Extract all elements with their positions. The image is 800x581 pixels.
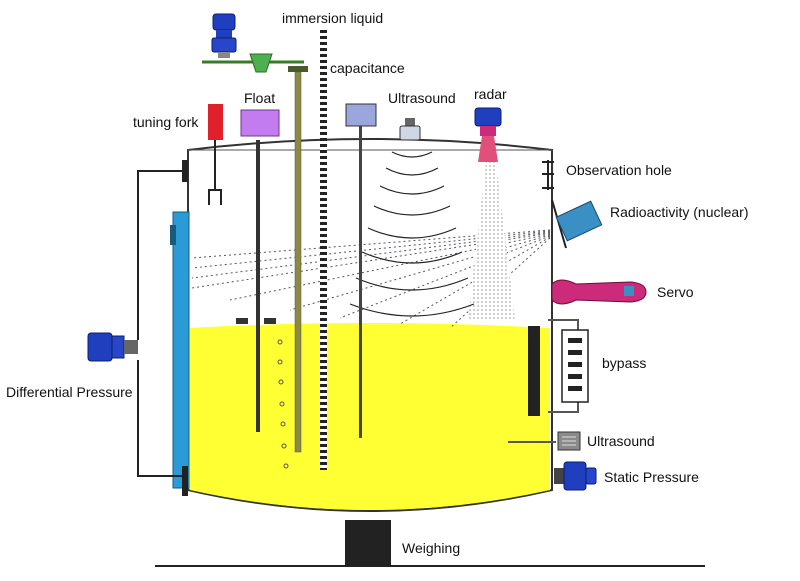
ultrasound-top-head <box>345 103 377 127</box>
label-bypass: bypass <box>602 355 646 371</box>
observation-hole <box>542 160 554 190</box>
servo-icon <box>551 279 647 305</box>
label-servo: Servo <box>657 284 694 300</box>
label-differential-pressure: Differential Pressure <box>6 384 133 400</box>
label-ultrasound-top: Ultrasound <box>388 90 456 106</box>
label-radioactivity: Radioactivity (nuclear) <box>610 204 749 220</box>
tuning-fork-prongs <box>208 189 222 205</box>
ultrasound-side-icon <box>508 431 581 451</box>
immersion-liquid-probe <box>320 30 327 470</box>
label-radar: radar <box>474 86 507 102</box>
label-tuning-fork: tuning fork <box>133 114 199 130</box>
static-pressure-transmitter-icon <box>554 461 597 491</box>
float-head <box>240 109 280 137</box>
liquid <box>190 323 550 510</box>
capacitance-flange <box>288 66 308 72</box>
float-body-2 <box>264 318 276 324</box>
label-capacitance: capacitance <box>330 60 405 76</box>
weighing-block <box>345 520 391 565</box>
differential-pressure-transmitter-icon <box>87 332 138 362</box>
differential-pressure-assembly <box>137 160 190 496</box>
radar-horn-icon <box>474 107 502 162</box>
label-immersion-liquid: immersion liquid <box>282 10 383 26</box>
top-transmitter-icon <box>211 13 237 58</box>
label-static-pressure: Static Pressure <box>604 469 699 485</box>
ultrasound-transducer-icon <box>399 118 421 141</box>
float-body-1 <box>236 318 248 324</box>
label-float: Float <box>244 90 275 106</box>
top-funnel <box>249 53 273 73</box>
ultrasound-waves <box>349 151 475 317</box>
radar-beam <box>468 162 515 320</box>
bypass-assembly <box>528 319 589 416</box>
float-rod <box>256 140 260 432</box>
label-weighing: Weighing <box>402 540 460 556</box>
tuning-fork-head <box>208 104 223 140</box>
bubbles <box>277 339 289 469</box>
nuclear-source-icon <box>551 199 603 249</box>
capacitance-rod <box>294 71 302 453</box>
label-ultrasound-side: Ultrasound <box>587 433 655 449</box>
label-observation-hole: Observation hole <box>566 162 672 178</box>
ultrasound-probe-rod <box>359 126 362 438</box>
